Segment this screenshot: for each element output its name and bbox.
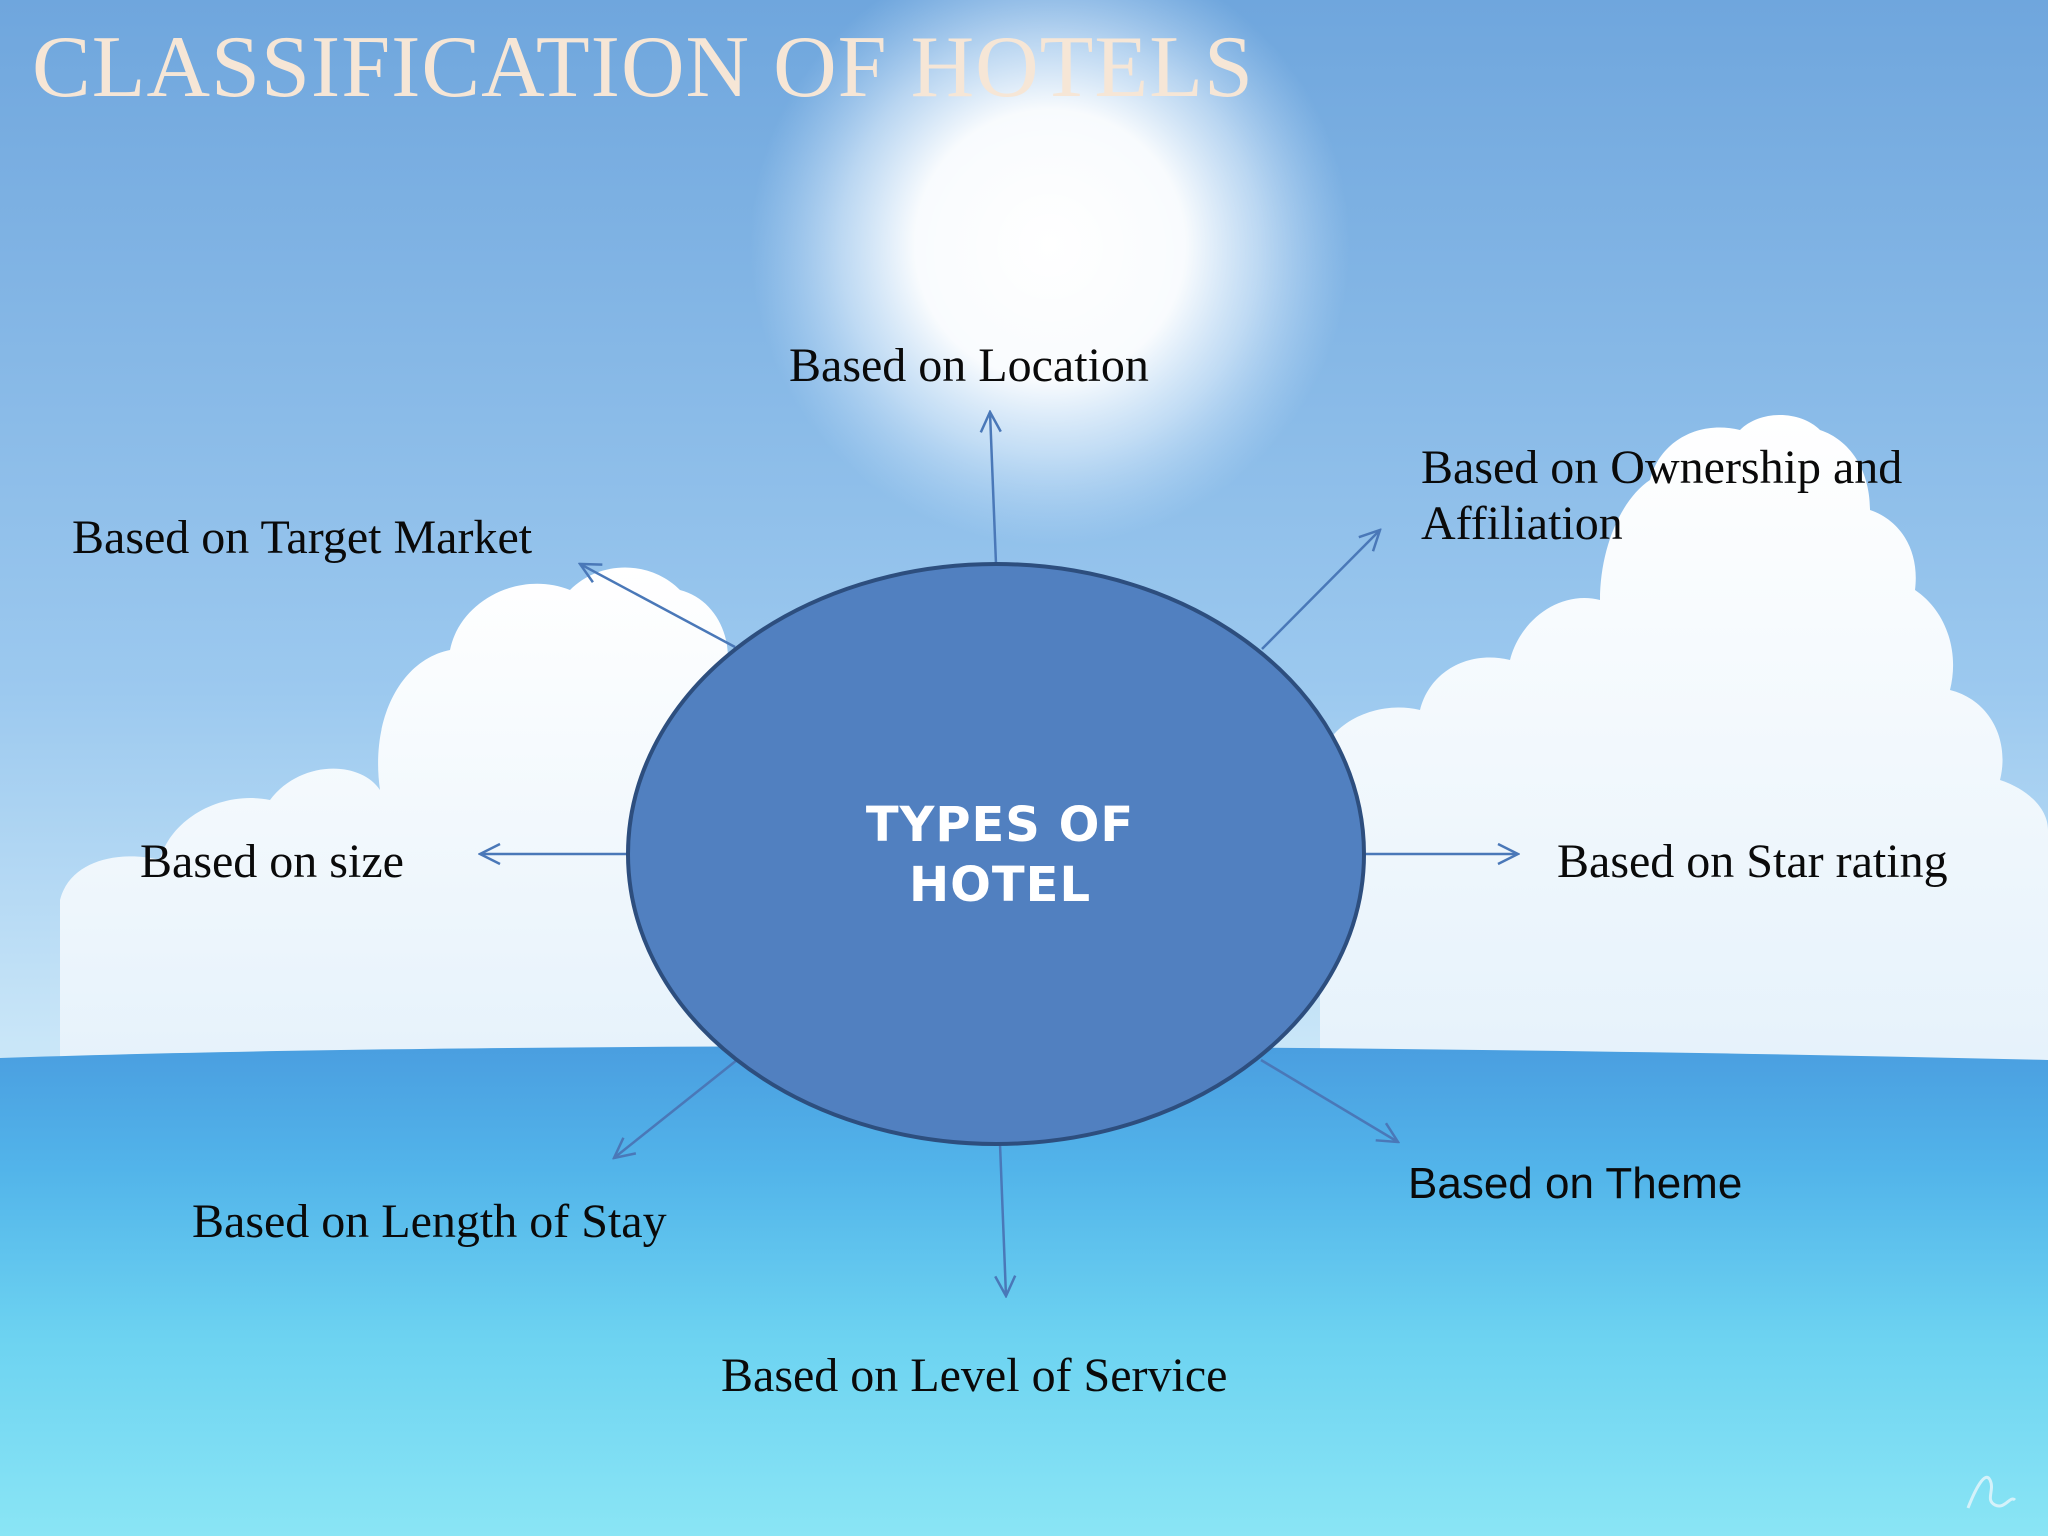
node-ownership-line-2: Affiliation <box>1421 497 1623 550</box>
arrow-to-theme <box>1260 1058 1398 1142</box>
node-ownership: Based on Ownership and Affiliation <box>1421 440 1902 552</box>
node-size: Based on size <box>140 835 404 888</box>
signature-mark <box>1966 1476 2017 1509</box>
node-location: Based on Location <box>789 339 1149 392</box>
arrow-to-length-of-stay <box>614 1059 738 1158</box>
node-length-of-stay: Based on Length of Stay <box>192 1195 667 1248</box>
center-ellipse <box>626 562 1366 1146</box>
node-theme: Based on Theme <box>1408 1159 1743 1208</box>
slide-title: CLASSIFICATION OF HOTELS <box>32 19 1254 116</box>
arrow-to-location <box>990 412 996 565</box>
right-cloud <box>1320 415 2048 1060</box>
node-ownership-line-1: Based on Ownership and <box>1421 441 1903 494</box>
center-label: TYPES OF HOTEL <box>780 795 1220 915</box>
arrow-to-ownership <box>1261 530 1380 650</box>
sun <box>750 0 1350 545</box>
center-label-line-1: TYPES OF <box>865 797 1135 853</box>
sea <box>0 1046 2048 1536</box>
left-cloud <box>60 567 768 1060</box>
node-star-rating: Based on Star rating <box>1557 835 1948 888</box>
arrow-to-target-market <box>580 564 736 649</box>
node-target-market: Based on Target Market <box>72 511 533 564</box>
node-level-of-service: Based on Level of Service <box>721 1349 1228 1402</box>
center-label-line-2: HOTEL <box>908 857 1092 913</box>
arrow-to-level-of-service <box>1000 1143 1006 1296</box>
